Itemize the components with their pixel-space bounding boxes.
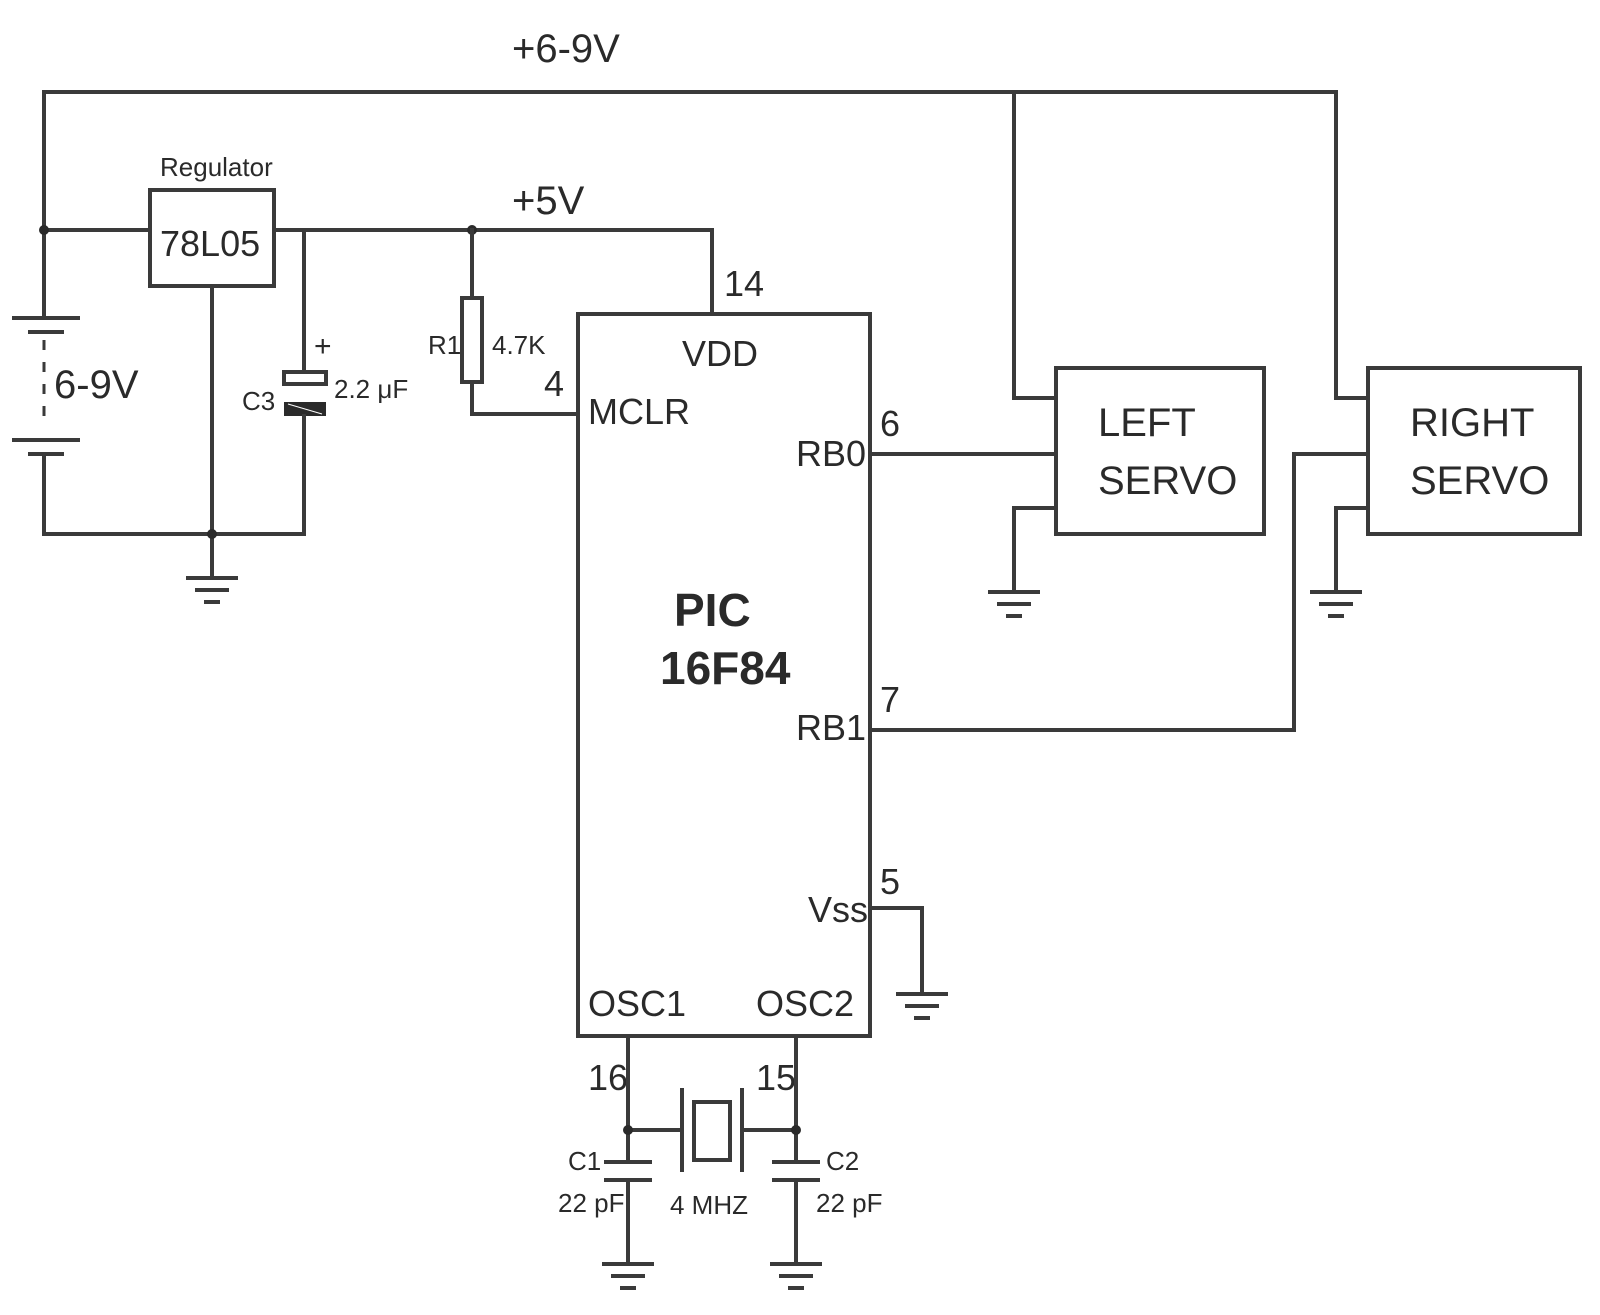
ground-bus-left (42, 284, 306, 580)
capacitor-c1 (604, 1160, 652, 1266)
battery-label: 6-9V (54, 363, 139, 407)
oscillator-wiring (623, 1034, 801, 1162)
capacitor-c3-polarity: + (314, 330, 332, 363)
ground-symbol-regulator (186, 576, 238, 604)
ground-symbol-vss (868, 906, 948, 1020)
wire-rb1-to-right-servo (868, 452, 1370, 732)
right-servo-box (1366, 366, 1582, 536)
pin-osc1-label: OSC1 (588, 983, 686, 1024)
regulator-title: Regulator (160, 152, 273, 182)
pic-name-line2: 16F84 (660, 642, 791, 694)
capacitor-c1-value: 22 pF (558, 1188, 625, 1218)
pin-vss-number: 5 (880, 861, 900, 902)
ground-symbol-c1 (602, 1262, 654, 1290)
crystal-4mhz (680, 1088, 744, 1172)
pin-rb1-label: RB1 (796, 707, 866, 748)
capacitor-c2 (772, 1160, 820, 1266)
resistor-r1 (460, 228, 580, 416)
left-servo-line1: LEFT (1098, 401, 1196, 445)
ground-symbol-left-servo (988, 506, 1058, 618)
junction-battery-regulator (39, 225, 49, 235)
resistor-r1-name: R1 (428, 330, 461, 360)
pin-osc1-number: 16 (588, 1057, 628, 1098)
capacitor-c3-value: 2.2 μF (334, 374, 408, 404)
capacitor-c2-name: C2 (826, 1146, 859, 1176)
left-servo-line2: SERVO (1098, 459, 1237, 503)
pin-rb0-number: 6 (880, 403, 900, 444)
crystal-value: 4 MHZ (670, 1190, 748, 1220)
regulator-box (148, 188, 276, 288)
ground-symbol-right-servo (1310, 506, 1370, 618)
pin-osc2-number: 15 (756, 1057, 796, 1098)
logic-rail-label: +5V (512, 179, 585, 223)
battery (12, 316, 80, 536)
capacitor-c3-name: C3 (242, 386, 275, 416)
pin-rb0-label: RB0 (796, 433, 866, 474)
supply-rail-label: +6-9V (512, 27, 620, 71)
pin-vdd-number: 14 (724, 263, 764, 304)
capacitor-c2-value: 22 pF (816, 1188, 883, 1218)
logic-rail-5v (272, 225, 714, 316)
resistor-r1-value: 4.7K (492, 330, 546, 360)
pin-rb1-number: 7 (880, 679, 900, 720)
left-servo-box (1054, 366, 1266, 536)
capacitor-c3 (282, 228, 328, 536)
pin-mclr-number: 4 (544, 363, 564, 404)
supply-rail-6-9v (42, 90, 1370, 400)
pin-vss-label: Vss (808, 889, 868, 930)
right-servo-line1: RIGHT (1410, 401, 1534, 445)
pic-name-line1: PIC (674, 584, 751, 636)
pic-16f84-chip (576, 312, 872, 1038)
right-servo-line2: SERVO (1410, 459, 1549, 503)
regulator-part: 78L05 (160, 223, 260, 264)
pin-osc2-label: OSC2 (756, 983, 854, 1024)
pin-mclr-label: MCLR (588, 391, 690, 432)
capacitor-c1-name: C1 (568, 1146, 601, 1176)
pin-vdd-label: VDD (682, 333, 758, 374)
ground-symbol-c2 (770, 1262, 822, 1290)
